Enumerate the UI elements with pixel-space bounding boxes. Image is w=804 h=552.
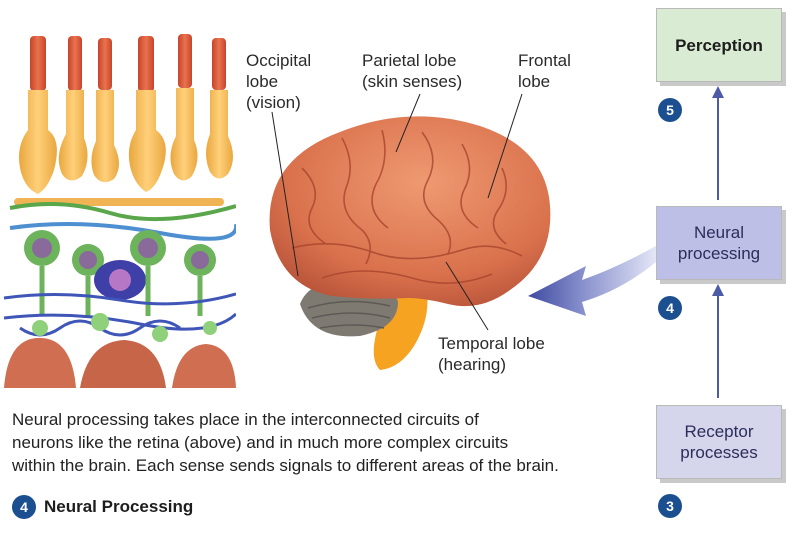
frontal-label-line-1: Frontal [518,51,571,70]
section-title: Neural Processing [44,497,194,516]
brain-illustration [269,116,551,370]
perception-label: Perception [675,35,763,55]
caption-line-2: neurons like the retina (above) and in m… [12,433,509,452]
step-badge-4: 4 [658,296,682,320]
neural-processing-box: Neural processing [656,206,782,280]
parietal-label-line-1: Parietal lobe [362,51,457,70]
cerebrum [269,116,551,307]
parietal-lobe-label: Parietal lobe (skin senses) [362,50,462,92]
flow-arrowhead-1 [712,284,724,296]
step-badge-3: 3 [658,494,682,518]
receptor-processes-box: Receptor processes [656,405,782,479]
temporal-lobe-label: Temporal lobe (hearing) [438,333,545,375]
frontal-lobe-label: Frontal lobe [518,50,571,92]
receptor-label-line-1: Receptor [684,422,754,441]
section-heading: 4 Neural Processing [12,495,193,519]
receptor-label-line-2: processes [680,443,758,462]
temporal-label-line-2: (hearing) [438,355,507,374]
section-number-badge: 4 [12,495,36,519]
temporal-label-line-1: Temporal lobe [438,334,545,353]
neural-label-line-2: processing [677,244,761,263]
perception-box: Perception [656,8,782,82]
caption-line-3: within the brain. Each sense sends signa… [12,456,559,475]
flow-arrowhead-2 [712,86,724,98]
occipital-label-line-3: (vision) [246,93,301,112]
occipital-label-line-1: Occipital [246,51,312,70]
caption-line-1: Neural processing takes place in the int… [12,410,479,429]
ganglion-cells [4,313,236,388]
occipital-lobe-label: Occipital lobe (vision) [246,50,311,113]
bipolar-cells [9,202,236,316]
parietal-label-line-2: (skin senses) [362,72,463,91]
photoreceptor-outer-segments [30,34,226,92]
step-badge-5: 5 [658,98,682,122]
retina-illustration [3,34,236,388]
photoreceptor-cell-bodies [14,88,233,206]
frontal-label-line-2: lobe [518,72,551,91]
cerebellum-folds [307,300,391,329]
neural-label-line-1: Neural [693,223,745,242]
occipital-label-line-2: lobe [246,72,279,91]
caption: Neural processing takes place in the int… [12,408,559,477]
